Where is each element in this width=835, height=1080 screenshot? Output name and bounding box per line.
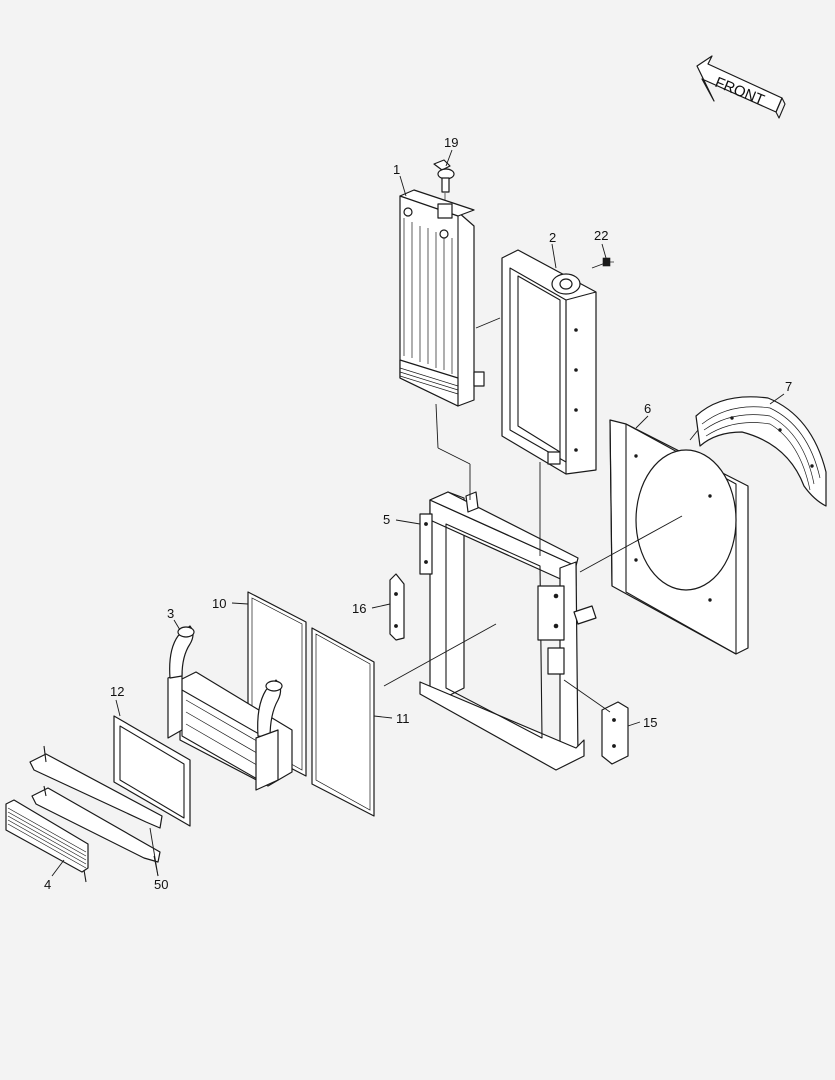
mounting-brackets-part-50	[29, 745, 163, 863]
callout-1: 1	[393, 162, 400, 177]
cooler-grill-part-4	[5, 799, 89, 883]
callout-15: 15	[643, 715, 657, 730]
callout-11: 11	[396, 711, 410, 726]
callout-19: 19	[444, 135, 458, 150]
radiator-frame-part-5	[419, 491, 597, 771]
oil-cooler-part-2	[501, 249, 597, 475]
bleed-fitting-part-22	[602, 257, 614, 267]
charge-air-cooler-part-3	[167, 625, 293, 791]
gasket-frame-part-12	[113, 715, 191, 827]
seal-panel-part-11	[311, 627, 375, 817]
callout-16: 16	[352, 601, 366, 616]
front-arrow: FRONT	[696, 55, 786, 119]
callout-leaders	[51, 149, 785, 877]
fan-housing-part-6	[609, 419, 749, 655]
callout-6: 6	[644, 401, 651, 416]
callout-10: 10	[212, 596, 226, 611]
bracket-part-15	[601, 701, 629, 765]
callout-12: 12	[110, 684, 124, 699]
callout-7: 7	[785, 379, 792, 394]
callout-5: 5	[383, 512, 390, 527]
callout-2: 2	[549, 230, 556, 245]
alignment-lines	[383, 261, 699, 713]
callout-numbers: 1 19 2 22 7 6 5 16 10 3 11 12 15 4 50	[44, 135, 792, 892]
fan-shroud-part-7	[695, 396, 827, 507]
callout-4: 4	[44, 877, 51, 892]
callout-50: 50	[154, 877, 168, 892]
callout-3: 3	[167, 606, 174, 621]
radiator-part-1	[399, 189, 485, 407]
callout-22: 22	[594, 228, 608, 243]
bracket-part-16	[389, 573, 405, 641]
